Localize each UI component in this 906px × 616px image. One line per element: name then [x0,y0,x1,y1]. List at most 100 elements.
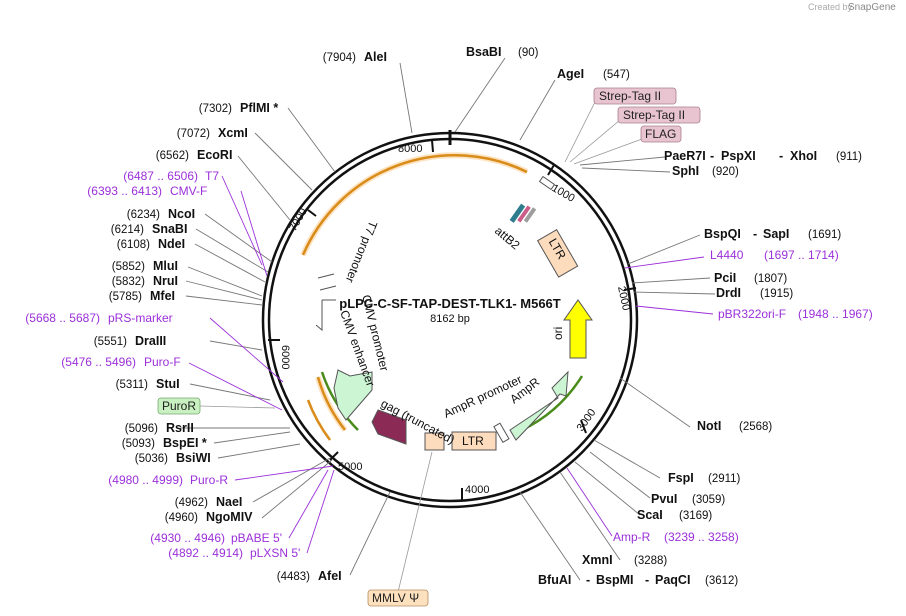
primer-name[interactable]: pBR322ori-F [718,307,786,321]
tick-mark-1000 [547,164,555,176]
site-pos: (911) [836,151,862,163]
site-name[interactable]: XhoI [790,149,817,163]
strep-tag-label-1: Strep-Tag II [599,89,661,103]
tick-mark-8000 [431,139,434,153]
site-name[interactable]: FspI [668,471,694,485]
site-name[interactable]: AleI [364,50,387,64]
primer-name[interactable]: pBABE 5' [231,531,282,545]
strep-tag-box-2[interactable] [617,106,701,124]
site-pos: (5852) [112,261,145,273]
primer-range: (4930 .. 4946) [150,531,225,545]
site-name[interactable]: MfeI [150,289,175,303]
primer-range: (1948 .. 1967) [798,307,873,321]
site-pos: (547) [603,69,630,81]
site-name[interactable]: NaeI [216,495,242,509]
site-pos: (3059) [692,494,725,506]
site-name[interactable]: BfuAI [538,573,571,587]
puror-box[interactable] [157,397,201,415]
primer-name[interactable]: pRS-marker [108,311,173,325]
strep-tag-box-1[interactable] [593,87,677,105]
site-pos: (4962) [175,497,208,509]
site-name[interactable]: BsiWI [176,451,211,465]
site-name[interactable]: PaqCI [655,573,690,587]
site-pos: (6234) [127,209,160,221]
credit-label: Created by [808,2,853,12]
site-pos: (3169) [679,510,712,522]
site-pos: (5551) [94,336,127,348]
site-name[interactable]: NgoMIV [206,510,253,524]
site-pos: (1807) [754,273,787,285]
flag-box[interactable] [640,125,682,143]
site-pos: (5785) [109,291,142,303]
site-name[interactable]: AfeI [318,569,342,583]
primer-name[interactable]: Amp-R [613,530,651,544]
site-name[interactable]: NcoI [168,207,195,221]
site-name[interactable]: BspMI [596,573,634,587]
site-pos: (5096) [125,423,158,435]
site-name-separator: - [753,227,757,241]
site-name[interactable]: NotI [697,419,721,433]
tick-mark-7000 [307,209,317,217]
primer-range: (6393 .. 6413) [87,184,162,198]
primers: (6487 .. 6506) T7 (6393 .. 6413) CMV-F L… [25,169,872,560]
site-name[interactable]: XmnI [582,553,613,567]
site-name[interactable]: PflMI * [240,101,278,115]
ori-label: ori [551,327,565,340]
site-name[interactable]: BsaBI [466,45,501,59]
site-name[interactable]: PvuI [651,492,677,506]
site-name[interactable]: XcmI [218,126,248,140]
primer-name[interactable]: pLXSN 5' [250,546,300,560]
site-name[interactable]: ScaI [637,508,663,522]
ltr-bottom-label: LTR [462,434,484,448]
t7-marks [317,273,337,291]
site-name[interactable]: PaeR7I [664,149,706,163]
tick-7000: 7000 [287,206,310,233]
site-pos: (7904) [323,52,356,64]
attb2-mark-2 [517,205,531,223]
sites-right: BsaBI (90) AgeI (547) PaeR7I - PspXI - X… [466,45,862,587]
primer-name[interactable]: Puro-R [190,473,228,487]
site-name[interactable]: SnaBI [152,222,187,236]
puror-label: PuroR [162,399,196,413]
primer-range: (5476 .. 5496) [61,355,136,369]
site-name[interactable]: RsrII [166,421,194,435]
site-name[interactable]: PspXI [721,149,756,163]
site-name[interactable]: EcoRI [197,148,232,162]
tick-mark-3000 [580,419,587,434]
site-name[interactable]: SapI [763,227,789,241]
primer-name[interactable]: L4440 [710,248,744,262]
mmlv-psi-label: MMLV Ψ [372,591,419,605]
site-name[interactable]: DraIII [135,334,166,348]
site-name[interactable]: StuI [156,377,180,391]
site-name[interactable]: PciI [714,271,736,285]
site-pos: (1691) [808,229,841,241]
orange-arc-top [301,153,528,256]
plasmid-length: 8162 bp [430,313,470,325]
site-name[interactable]: MluI [153,259,178,273]
site-name[interactable]: BspEI * [163,436,207,450]
brand-label: SnapGene [848,2,896,13]
mmlv-psi-label-box[interactable] [367,589,429,607]
site-name[interactable]: DrdI [716,286,741,300]
tick-mark-2000 [623,287,637,291]
site-pos: (2568) [739,421,772,433]
site-name[interactable]: SphI [672,164,699,178]
primer-range: (1697 .. 1714) [764,248,839,262]
mmlv-psi-box [424,432,445,451]
site-name[interactable]: BspQI [704,227,741,241]
primer-name[interactable]: T7 [205,169,219,183]
site-name[interactable]: NdeI [158,237,185,251]
puror-arrow [333,369,373,421]
primer-range: (3239 .. 3258) [664,530,739,544]
site-pos: (920) [712,166,739,178]
site-pos: (90) [518,47,539,59]
gag-arrow [371,409,407,445]
orange-arc-lower [316,376,346,431]
site-name[interactable]: NruI [153,274,178,288]
tick-5000: 5000 [338,461,362,473]
site-name[interactable]: AgeI [557,67,584,81]
primer-name[interactable]: Puro-F [144,355,181,369]
site-pos: (3288) [634,555,667,567]
primer-name[interactable]: CMV-F [170,184,207,198]
site-pos: (6562) [156,150,189,162]
